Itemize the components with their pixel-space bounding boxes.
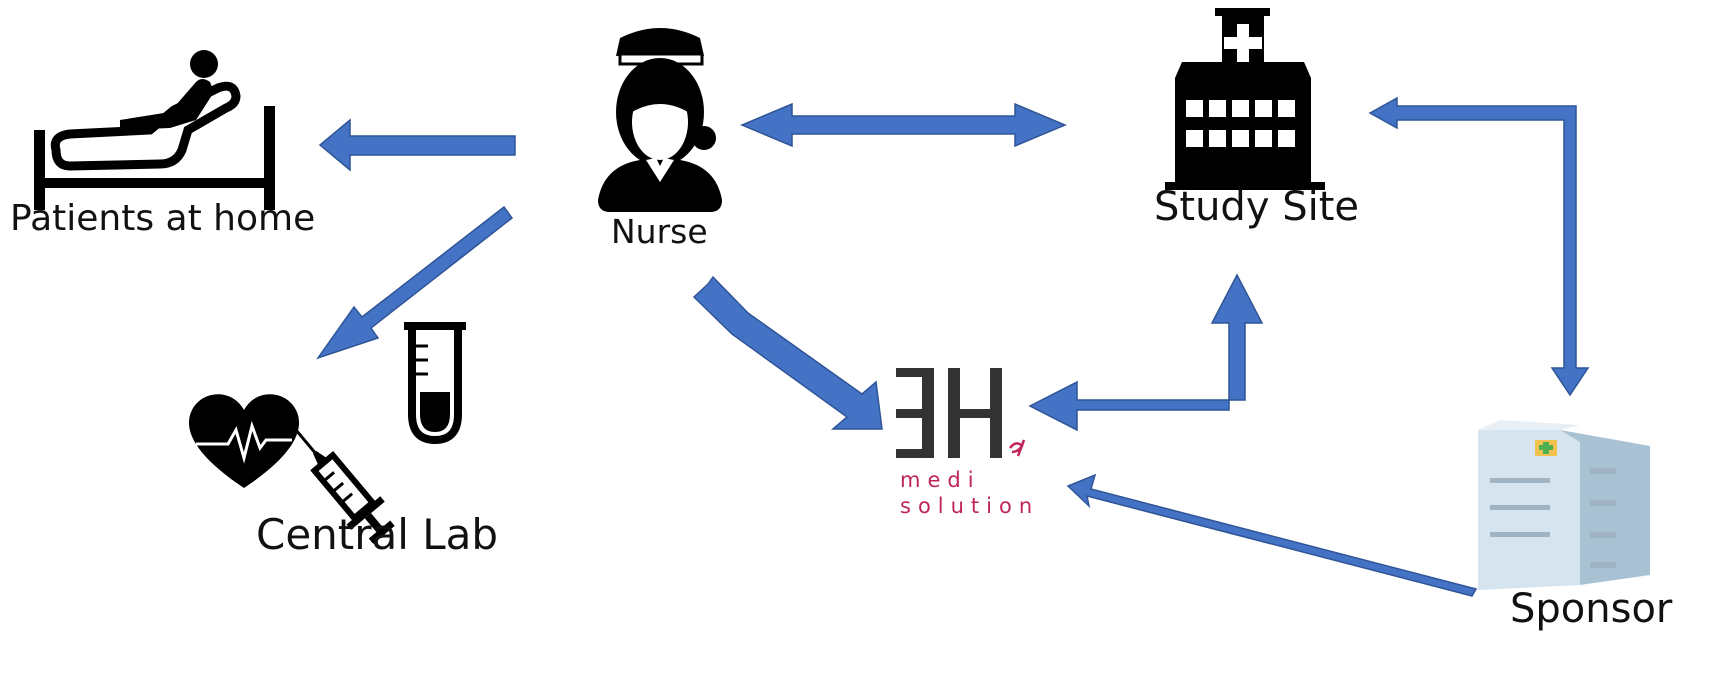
test-tube-icon	[404, 322, 466, 445]
patient-in-bed-icon	[34, 50, 275, 210]
arrow-nurse-study-site	[740, 102, 1067, 148]
arrow-study-site-to-sponsor	[1368, 96, 1590, 397]
patients-at-home-label: Patients at home	[10, 198, 316, 239]
3h-medi-solution-logo	[896, 368, 1026, 458]
arrow-nurse-medi-solution	[692, 275, 883, 430]
hospital-building-icon	[1165, 8, 1325, 190]
logo-medi-text: medi	[900, 468, 981, 492]
arrow-nurse-to-lab	[316, 205, 514, 360]
central-lab-label: Central Lab	[256, 510, 499, 559]
arrow-sponsor-to-medi-solution	[1066, 473, 1478, 597]
arrow-medi-solution-study-site	[1028, 273, 1264, 432]
arrows	[316, 96, 1590, 597]
arrow-nurse-to-patients	[318, 118, 516, 172]
sponsor-label: Sponsor	[1510, 586, 1673, 632]
sponsor-building-icon	[1478, 420, 1650, 590]
heart-pulse-icon	[188, 394, 300, 488]
nurse-icon	[598, 28, 722, 212]
study-site-label: Study Site	[1154, 184, 1359, 230]
syringe-icon	[295, 429, 395, 544]
nurse-label: Nurse	[611, 212, 708, 251]
logo-solution-text: solution	[900, 494, 1040, 518]
